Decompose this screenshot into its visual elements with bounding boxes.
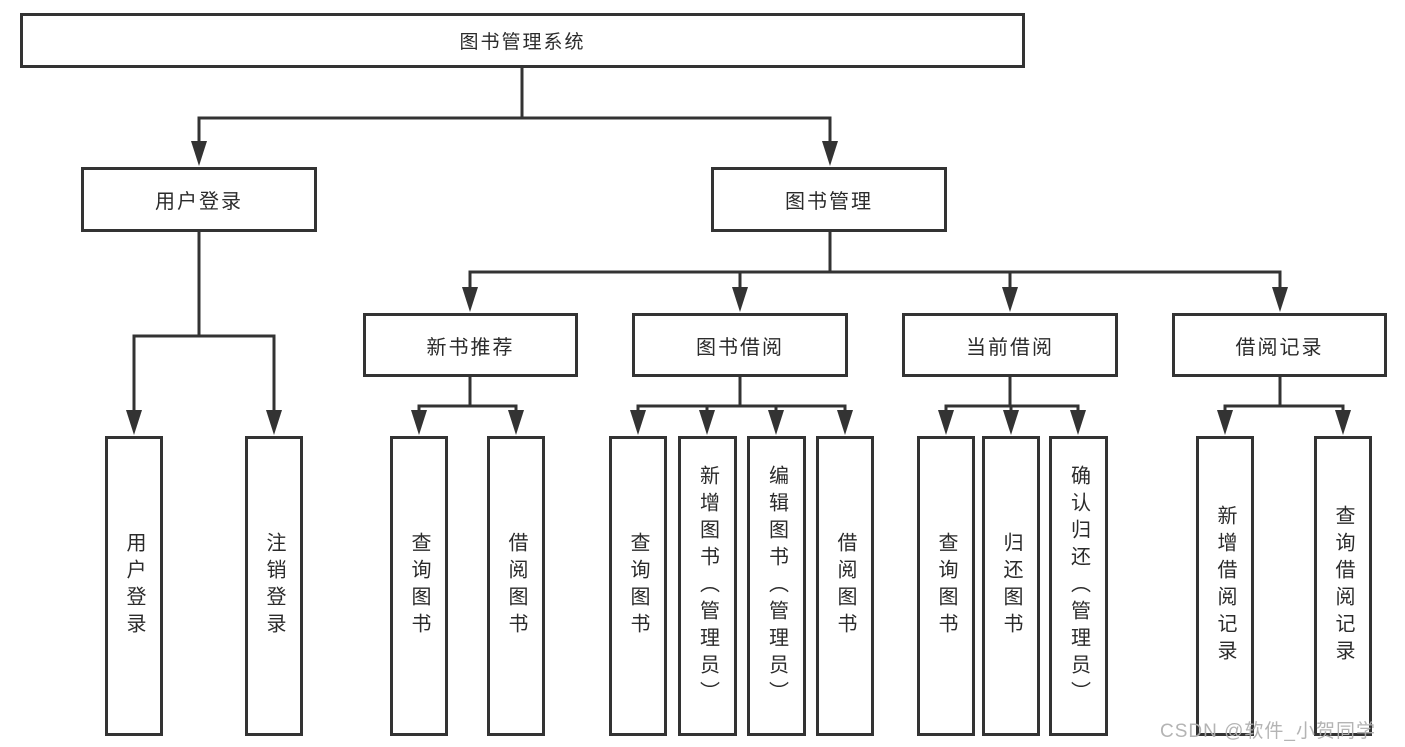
leaf-return-books-label: 归还图书 (1000, 532, 1022, 640)
leaf-add-books-admin-label: 新增图书（管理员） (696, 464, 719, 708)
csdn-watermark: CSDN @软件_小贺同学 (1160, 721, 1376, 742)
leaf-add-borrow-record-label: 新增借阅记录 (1214, 505, 1236, 667)
arrow-down-icon (837, 410, 853, 435)
leaf-query-borrow-record-label: 查询借阅记录 (1332, 505, 1354, 667)
leaf-current-query-books-label: 查询图书 (935, 532, 957, 640)
node-user-login-label: 用户登录 (155, 191, 243, 213)
leaf-current-query-books: 查询图书 (917, 436, 975, 736)
arrow-down-icon (732, 287, 748, 312)
leaf-user-login: 用户登录 (105, 436, 163, 736)
leaf-user-login-label: 用户登录 (123, 532, 145, 640)
arrow-down-icon (191, 141, 207, 166)
connector-book-management-to-level3 (462, 232, 1288, 312)
leaf-recommend-borrow-books: 借阅图书 (487, 436, 545, 736)
leaf-edit-books-admin-label: 编辑图书（管理员） (765, 464, 788, 708)
connector-user-login-to-leaves (126, 232, 282, 435)
connector-root-to-level2 (191, 68, 838, 166)
node-new-book-recommend-label: 新书推荐 (426, 336, 515, 359)
leaf-return-books: 归还图书 (982, 436, 1040, 736)
leaf-query-borrow-record: 查询借阅记录 (1314, 436, 1372, 736)
leaf-borrow-query-books-label: 查询图书 (627, 532, 649, 640)
arrow-down-icon (1272, 287, 1288, 312)
leaf-recommend-query-books-label: 查询图书 (408, 532, 430, 640)
leaf-add-borrow-record: 新增借阅记录 (1196, 436, 1254, 736)
node-current-borrow: 当前借阅 (902, 313, 1118, 377)
node-book-management-label: 图书管理 (785, 191, 873, 213)
arrow-down-icon (1335, 410, 1351, 435)
connector-new-book-recommend-to-leaves (411, 377, 524, 435)
leaf-borrow-books-label: 借阅图书 (834, 532, 856, 640)
leaf-confirm-return-admin: 确认归还（管理员） (1049, 436, 1108, 736)
arrow-down-icon (630, 410, 646, 435)
connector-current-borrow-to-leaves (938, 377, 1086, 435)
arrow-down-icon (1217, 410, 1233, 435)
node-root-label: 图书管理系统 (459, 32, 586, 53)
arrow-down-icon (1070, 410, 1086, 435)
arrow-down-icon (508, 410, 524, 435)
leaf-confirm-return-admin-label: 确认归还（管理员） (1067, 464, 1090, 708)
leaf-logout-label: 注销登录 (263, 532, 285, 640)
arrow-down-icon (768, 410, 784, 435)
leaf-add-books-admin: 新增图书（管理员） (678, 436, 737, 736)
node-root-system: 图书管理系统 (20, 13, 1025, 68)
node-borrow-records: 借阅记录 (1172, 313, 1387, 377)
leaf-recommend-query-books: 查询图书 (390, 436, 448, 736)
arrow-down-icon (462, 287, 478, 312)
node-borrow-records-label: 借阅记录 (1235, 336, 1324, 359)
arrow-down-icon (938, 410, 954, 435)
node-user-login: 用户登录 (81, 167, 317, 232)
arrow-down-icon (1003, 410, 1019, 435)
connector-borrow-records-to-leaves (1217, 377, 1351, 435)
arrow-down-icon (411, 410, 427, 435)
node-book-management: 图书管理 (711, 167, 947, 232)
leaf-edit-books-admin: 编辑图书（管理员） (747, 436, 806, 736)
node-book-borrow-label: 图书借阅 (696, 336, 784, 359)
leaf-borrow-query-books: 查询图书 (609, 436, 667, 736)
leaf-logout: 注销登录 (245, 436, 303, 736)
leaf-recommend-borrow-books-label: 借阅图书 (505, 532, 527, 640)
arrow-down-icon (699, 410, 715, 435)
arrow-down-icon (266, 410, 282, 435)
node-current-borrow-label: 当前借阅 (966, 336, 1054, 359)
arrow-down-icon (126, 410, 142, 435)
leaf-borrow-books: 借阅图书 (816, 436, 874, 736)
arrow-down-icon (1002, 287, 1018, 312)
node-new-book-recommend: 新书推荐 (363, 313, 578, 377)
arrow-down-icon (822, 141, 838, 166)
node-book-borrow: 图书借阅 (632, 313, 848, 377)
connector-book-borrow-to-leaves (630, 377, 853, 435)
